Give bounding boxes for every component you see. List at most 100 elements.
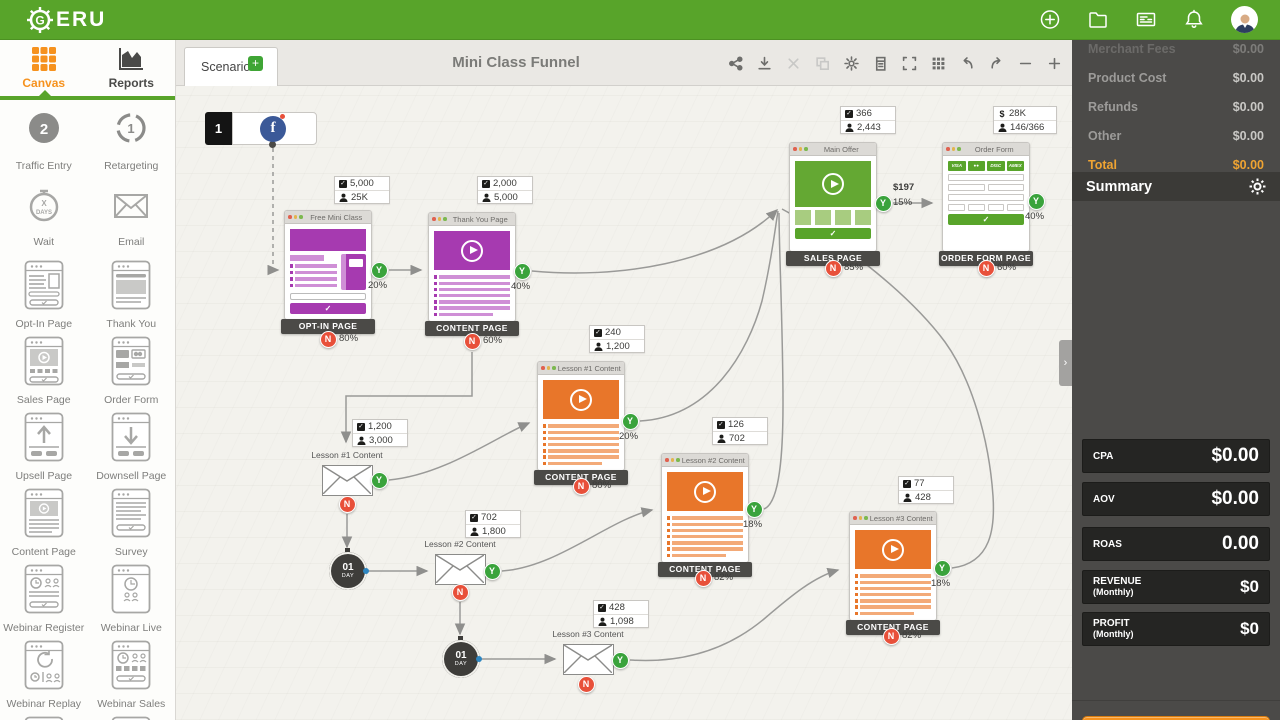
yes-badge[interactable]: Y: [611, 651, 629, 669]
wait-connection-dot[interactable]: [476, 656, 482, 662]
palette-item-content-page[interactable]: Content Page: [0, 488, 88, 564]
yes-badge[interactable]: Y: [483, 562, 501, 580]
no-badge[interactable]: N: [572, 477, 590, 495]
no-badge[interactable]: N: [824, 259, 842, 277]
yes-badge[interactable]: Y: [370, 261, 388, 279]
page-thumbnail: ✓: [790, 156, 876, 251]
palette-item-email[interactable]: Email: [88, 184, 176, 260]
wait-connection-dot[interactable]: [363, 568, 369, 574]
no-badge[interactable]: N: [319, 330, 337, 348]
settings-gear-icon[interactable]: [843, 55, 859, 71]
zoom-out-icon[interactable]: [1017, 55, 1033, 71]
page-type-label: CONTENT PAGE: [425, 321, 519, 336]
no-badge[interactable]: N: [882, 627, 900, 645]
node-title: Lesson #3 Content: [869, 513, 933, 523]
add-scenario-button[interactable]: +: [248, 56, 263, 71]
metric-label: REVENUE: [1093, 576, 1142, 587]
yes-percent: 15%: [893, 197, 913, 208]
stat-value: 1,800: [482, 525, 506, 537]
no-badge[interactable]: N: [977, 259, 995, 277]
visitors-icon: [903, 493, 912, 502]
yes-badge[interactable]: Y: [933, 559, 951, 577]
connector: [531, 208, 779, 274]
no-badge[interactable]: N: [577, 675, 595, 693]
yes-badge[interactable]: Y: [874, 194, 892, 212]
stat-value: 3,000: [369, 434, 393, 446]
palette-item-webinar-live[interactable]: Webinar Live: [88, 564, 176, 640]
facebook-icon[interactable]: f: [260, 116, 286, 142]
traffic-entry-number[interactable]: 1: [205, 112, 232, 145]
no-percent: 80%: [339, 333, 359, 344]
palette-item-partial-17[interactable]: [88, 716, 176, 720]
yes-badge[interactable]: Y: [513, 262, 531, 280]
new-funnel-icon[interactable]: [1039, 9, 1061, 31]
palette-item-webinar-register[interactable]: Webinar Register: [0, 564, 88, 640]
notifications-bell-icon[interactable]: [1183, 9, 1205, 31]
calculator-icon[interactable]: [872, 55, 888, 71]
yes-badge[interactable]: Y: [1027, 192, 1045, 210]
palette-item-partial-16[interactable]: [0, 716, 88, 720]
no-badge[interactable]: N: [451, 583, 469, 601]
zoom-in-icon[interactable]: [1046, 55, 1062, 71]
page-type-label: SALES PAGE: [786, 251, 880, 266]
user-avatar[interactable]: [1231, 6, 1258, 33]
yes-badge[interactable]: Y: [745, 500, 763, 518]
palette-item-sales-page[interactable]: Sales Page: [0, 336, 88, 412]
card-chip: VISA: [948, 161, 966, 171]
tab-reports[interactable]: Reports: [88, 40, 176, 96]
node-title-bar: Main Offer: [790, 143, 876, 156]
palette-item-upsell-page[interactable]: Upsell Page: [0, 412, 88, 488]
stat-value: 77: [914, 478, 925, 489]
no-badge[interactable]: N: [694, 569, 712, 587]
email-node-1[interactable]: [322, 465, 373, 496]
simulate-button[interactable]: SIMULATE: [1082, 716, 1270, 720]
geru-logo[interactable]: G ERU: [26, 6, 106, 34]
undo-icon[interactable]: [959, 55, 975, 71]
grid-toggle-icon[interactable]: [930, 55, 946, 71]
tab-canvas[interactable]: Canvas: [0, 40, 88, 96]
palette-item-order-form[interactable]: Order Form: [88, 336, 176, 412]
email-node-2[interactable]: [435, 554, 486, 585]
scenario-tab[interactable]: Scenario 1: [184, 47, 278, 86]
templates-icon[interactable]: [1135, 9, 1157, 31]
funnel-page-free-mini-class[interactable]: Free Mini Class✓OPT-IN PAGE: [281, 210, 375, 334]
palette-item-downsell-page[interactable]: Downsell Page: [88, 412, 176, 488]
top-header: G ERU: [0, 0, 1280, 40]
email-node-3[interactable]: [563, 644, 614, 675]
funnel-page-main-offer[interactable]: Main Offer✓SALES PAGE: [786, 142, 880, 266]
panel-collapse-handle[interactable]: ›: [1059, 340, 1072, 386]
palette-item-webinar-replay[interactable]: Webinar Replay: [0, 640, 88, 716]
share-icon[interactable]: [727, 55, 743, 71]
redo-icon[interactable]: [988, 55, 1004, 71]
no-badge[interactable]: N: [338, 495, 356, 513]
palette-item-thank-you[interactable]: Thank You: [88, 260, 176, 336]
connector: [267, 148, 280, 276]
palette-item-survey[interactable]: Survey: [88, 488, 176, 564]
yes-badge[interactable]: Y: [621, 412, 639, 430]
download-icon[interactable]: [756, 55, 772, 71]
palette-item-label: Webinar Live: [100, 622, 162, 634]
fit-selection-icon[interactable]: [901, 55, 917, 71]
summary-gear-icon[interactable]: [1249, 178, 1266, 195]
no-badge[interactable]: N: [463, 332, 481, 350]
yes-badge[interactable]: Y: [370, 471, 388, 489]
palette-item-opt-in-page[interactable]: Opt-In Page: [0, 260, 88, 336]
projects-folder-icon[interactable]: [1087, 9, 1109, 31]
order-form-icon: [111, 336, 151, 391]
palette-item-webinar-sales[interactable]: Webinar Sales: [88, 640, 176, 716]
